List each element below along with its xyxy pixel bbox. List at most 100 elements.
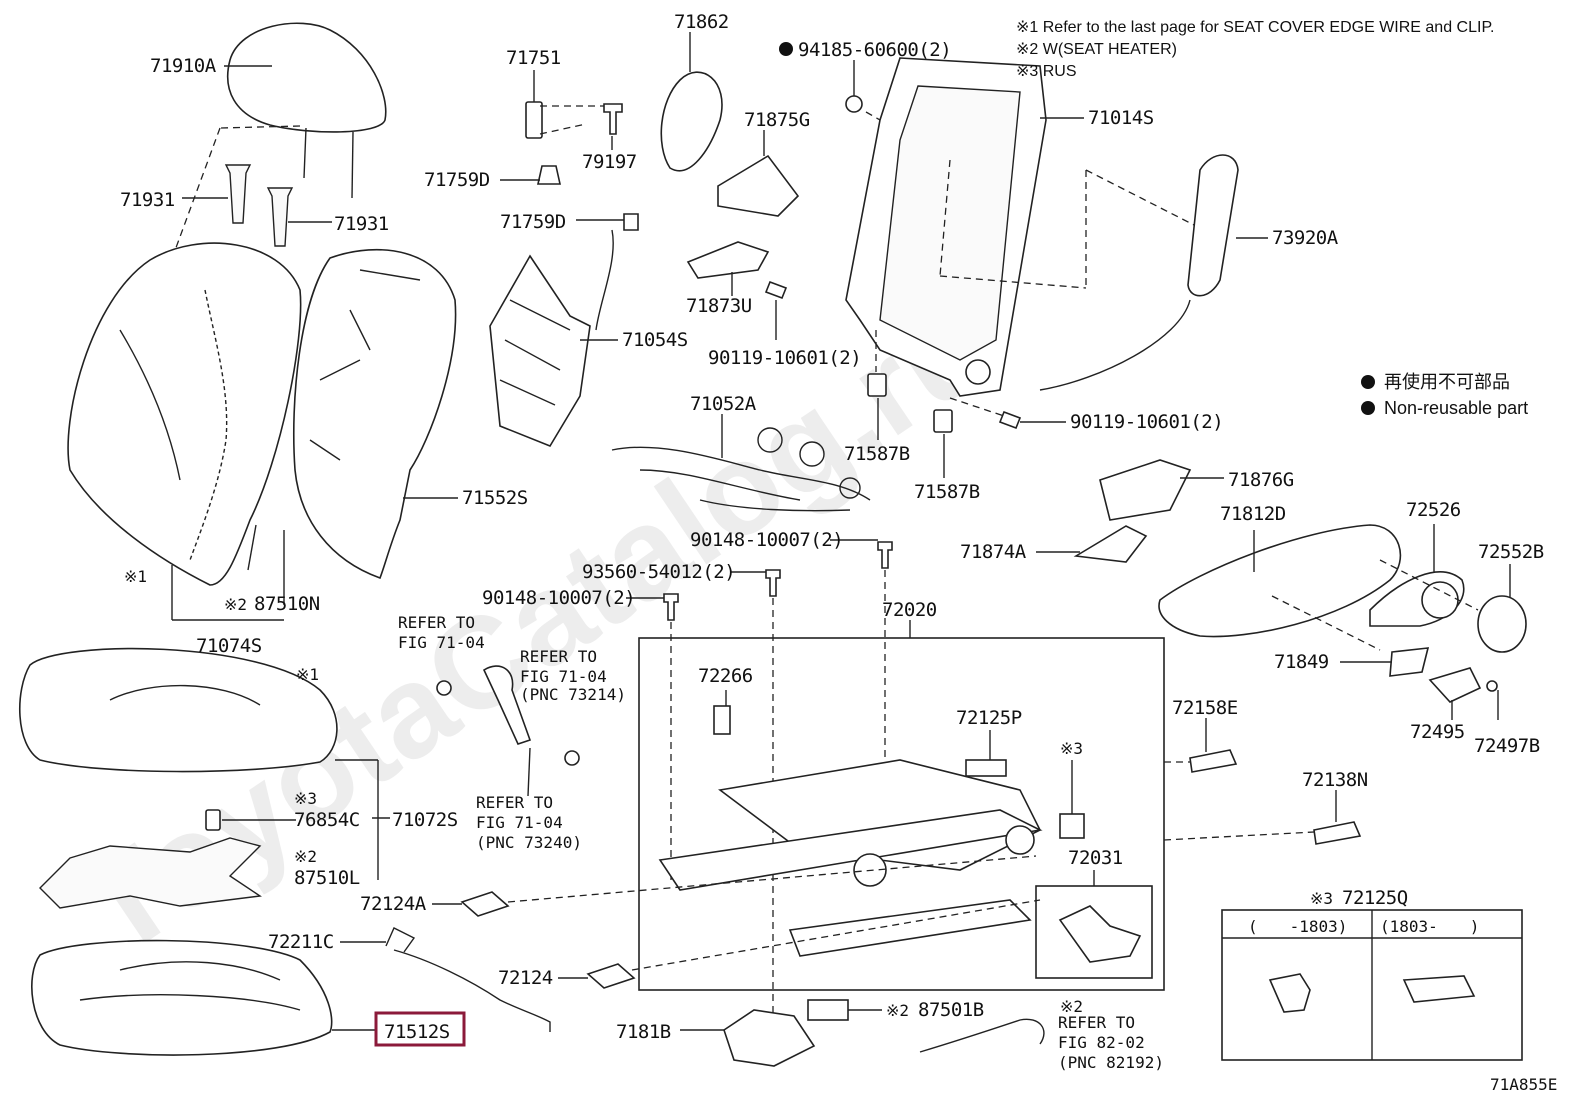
part-label[interactable]: 71849 bbox=[1274, 651, 1329, 673]
part-label[interactable]: 71759D bbox=[500, 211, 566, 233]
part-label[interactable]: 94185-60600(2) bbox=[798, 39, 952, 61]
part-label[interactable]: 71751 bbox=[506, 47, 561, 69]
clip-71759d-a bbox=[537, 165, 561, 185]
refer-to-text[interactable]: (PNC 82192) bbox=[1058, 1053, 1164, 1072]
note-mark: ※1 bbox=[296, 665, 319, 684]
part-label[interactable]: 71873U bbox=[686, 295, 752, 317]
refer-to-text[interactable]: FIG 82-02 bbox=[1058, 1033, 1145, 1052]
part-label[interactable]: 71052A bbox=[690, 393, 757, 415]
part-label[interactable]: 90148-10007(2) bbox=[482, 587, 636, 609]
part-label[interactable]: 71876G bbox=[1228, 469, 1294, 491]
part-label[interactable]: 79197 bbox=[582, 151, 637, 173]
part-label[interactable]: 71812D bbox=[1220, 503, 1286, 525]
refer-to-text[interactable]: REFER TO bbox=[1058, 1013, 1135, 1032]
part-label[interactable]: 93560-54012(2) bbox=[582, 561, 736, 583]
part-label[interactable]: 71587B bbox=[914, 481, 980, 503]
heater-mat-drawing bbox=[39, 837, 262, 909]
refer-part-a bbox=[436, 680, 452, 696]
airbag-73920a-drawing bbox=[1039, 154, 1239, 391]
part-label[interactable]: 72031 bbox=[1068, 847, 1123, 869]
note-mark: ※3 bbox=[1310, 889, 1333, 908]
note-mark: ※2 bbox=[1060, 997, 1083, 1016]
seat-adjuster-drawing bbox=[658, 759, 1043, 957]
part-label[interactable]: 72020 bbox=[882, 599, 937, 621]
refer-part-b bbox=[482, 665, 532, 745]
refer-to-text[interactable]: (PNC 73240) bbox=[476, 833, 582, 852]
part-label[interactable]: 72125Q bbox=[1342, 887, 1408, 909]
part-71849-drawing bbox=[1389, 647, 1430, 677]
harness-7181b-drawing bbox=[723, 1009, 816, 1067]
part-label[interactable]: 72211C bbox=[268, 931, 334, 953]
part-label[interactable]: 71862 bbox=[674, 11, 729, 33]
part-label[interactable]: 76854C bbox=[294, 809, 360, 831]
part-87501b-drawing bbox=[807, 999, 849, 1021]
bolt-90119-b bbox=[998, 410, 1022, 430]
part-label[interactable]: 72158E bbox=[1172, 697, 1238, 719]
part-71874a-drawing bbox=[1073, 525, 1148, 563]
part-72266-drawing bbox=[713, 705, 731, 735]
part-label[interactable]: 72124A bbox=[360, 893, 427, 915]
part-label[interactable]: 72526 bbox=[1406, 499, 1461, 521]
part-label[interactable]: 73920A bbox=[1272, 227, 1339, 249]
cover-72124a-drawing bbox=[460, 891, 510, 917]
cushion-cover-drawing bbox=[18, 647, 338, 773]
refer-to-text[interactable]: FIG 71-04 bbox=[520, 667, 607, 686]
cover-72124-drawing bbox=[586, 963, 636, 989]
note-mark: ※2 bbox=[294, 847, 317, 866]
headrest-guides bbox=[224, 164, 294, 247]
part-label[interactable]: 87510L bbox=[294, 867, 360, 889]
part-label[interactable]: 72497B bbox=[1474, 735, 1540, 757]
seat-adjuster-72020-box bbox=[638, 637, 1165, 991]
part-label[interactable]: 72125P bbox=[956, 707, 1022, 729]
note-mark: ※3 bbox=[294, 789, 317, 808]
refer-to-text[interactable]: REFER TO bbox=[398, 613, 475, 632]
part-label[interactable]: 71552S bbox=[462, 487, 528, 509]
variant-new-drawing bbox=[1402, 975, 1476, 1003]
part-label[interactable]: 71910A bbox=[150, 55, 217, 77]
clip-76854c bbox=[205, 809, 221, 831]
part-72158e-drawing bbox=[1189, 749, 1238, 773]
part-72495-drawing bbox=[1428, 667, 1482, 703]
legend-bullet-en bbox=[1361, 401, 1375, 415]
part-71876g-drawing bbox=[1099, 459, 1192, 521]
legend-bullet-jp bbox=[1361, 375, 1375, 389]
part-label[interactable]: 72138N bbox=[1302, 769, 1368, 791]
part-label[interactable]: 71587B bbox=[844, 443, 910, 465]
part-71873u-drawing bbox=[686, 241, 770, 279]
part-label[interactable]: 90119-10601(2) bbox=[708, 347, 862, 369]
part-label[interactable]: 72266 bbox=[698, 665, 753, 687]
part-label[interactable]: 71054S bbox=[622, 329, 688, 351]
part-label-highlighted[interactable]: 71512S bbox=[384, 1021, 450, 1043]
legend-en: Non-reusable part bbox=[1384, 398, 1528, 418]
part-label[interactable]: 87501B bbox=[918, 999, 984, 1021]
part-label[interactable]: 72124 bbox=[498, 967, 553, 989]
part-label[interactable]: 87510N bbox=[254, 593, 320, 615]
refer-to-text[interactable]: FIG 71-04 bbox=[476, 813, 563, 832]
part-label[interactable]: 7181B bbox=[616, 1021, 671, 1043]
part-label[interactable]: 71759D bbox=[424, 169, 490, 191]
note-1: ※1 Refer to the last page for SEAT COVER… bbox=[1016, 19, 1495, 36]
note-mark: ※3 bbox=[1060, 739, 1083, 758]
part-label[interactable]: 72495 bbox=[1410, 721, 1465, 743]
refer-to-text[interactable]: FIG 71-04 bbox=[398, 633, 485, 652]
wire-harness-drawing bbox=[919, 1018, 1045, 1053]
refer-to-text[interactable]: REFER TO bbox=[520, 647, 597, 666]
part-label[interactable]: 71931 bbox=[120, 189, 175, 211]
trim-71862-drawing bbox=[660, 71, 723, 172]
part-label[interactable]: 71074S bbox=[196, 635, 262, 657]
refer-to-text[interactable]: (PNC 73214) bbox=[520, 685, 626, 704]
part-label[interactable]: 90119-10601(2) bbox=[1070, 411, 1224, 433]
part-label[interactable]: 71875G bbox=[744, 109, 810, 131]
part-label[interactable]: 71874A bbox=[960, 541, 1027, 563]
spring-71052a-drawing bbox=[611, 427, 871, 512]
part-label[interactable]: 90148-10007(2) bbox=[690, 529, 844, 551]
nut-94185-drawing bbox=[845, 95, 863, 113]
part-label[interactable]: 71931 bbox=[334, 213, 389, 235]
part-label[interactable]: 72552B bbox=[1478, 541, 1544, 563]
clip-71759d-b bbox=[623, 213, 639, 231]
variant-col-old: ( -1803) bbox=[1248, 917, 1347, 936]
part-label[interactable]: 71072S bbox=[392, 809, 458, 831]
refer-to-text[interactable]: REFER TO bbox=[476, 793, 553, 812]
part-label[interactable]: 71014S bbox=[1088, 107, 1154, 129]
